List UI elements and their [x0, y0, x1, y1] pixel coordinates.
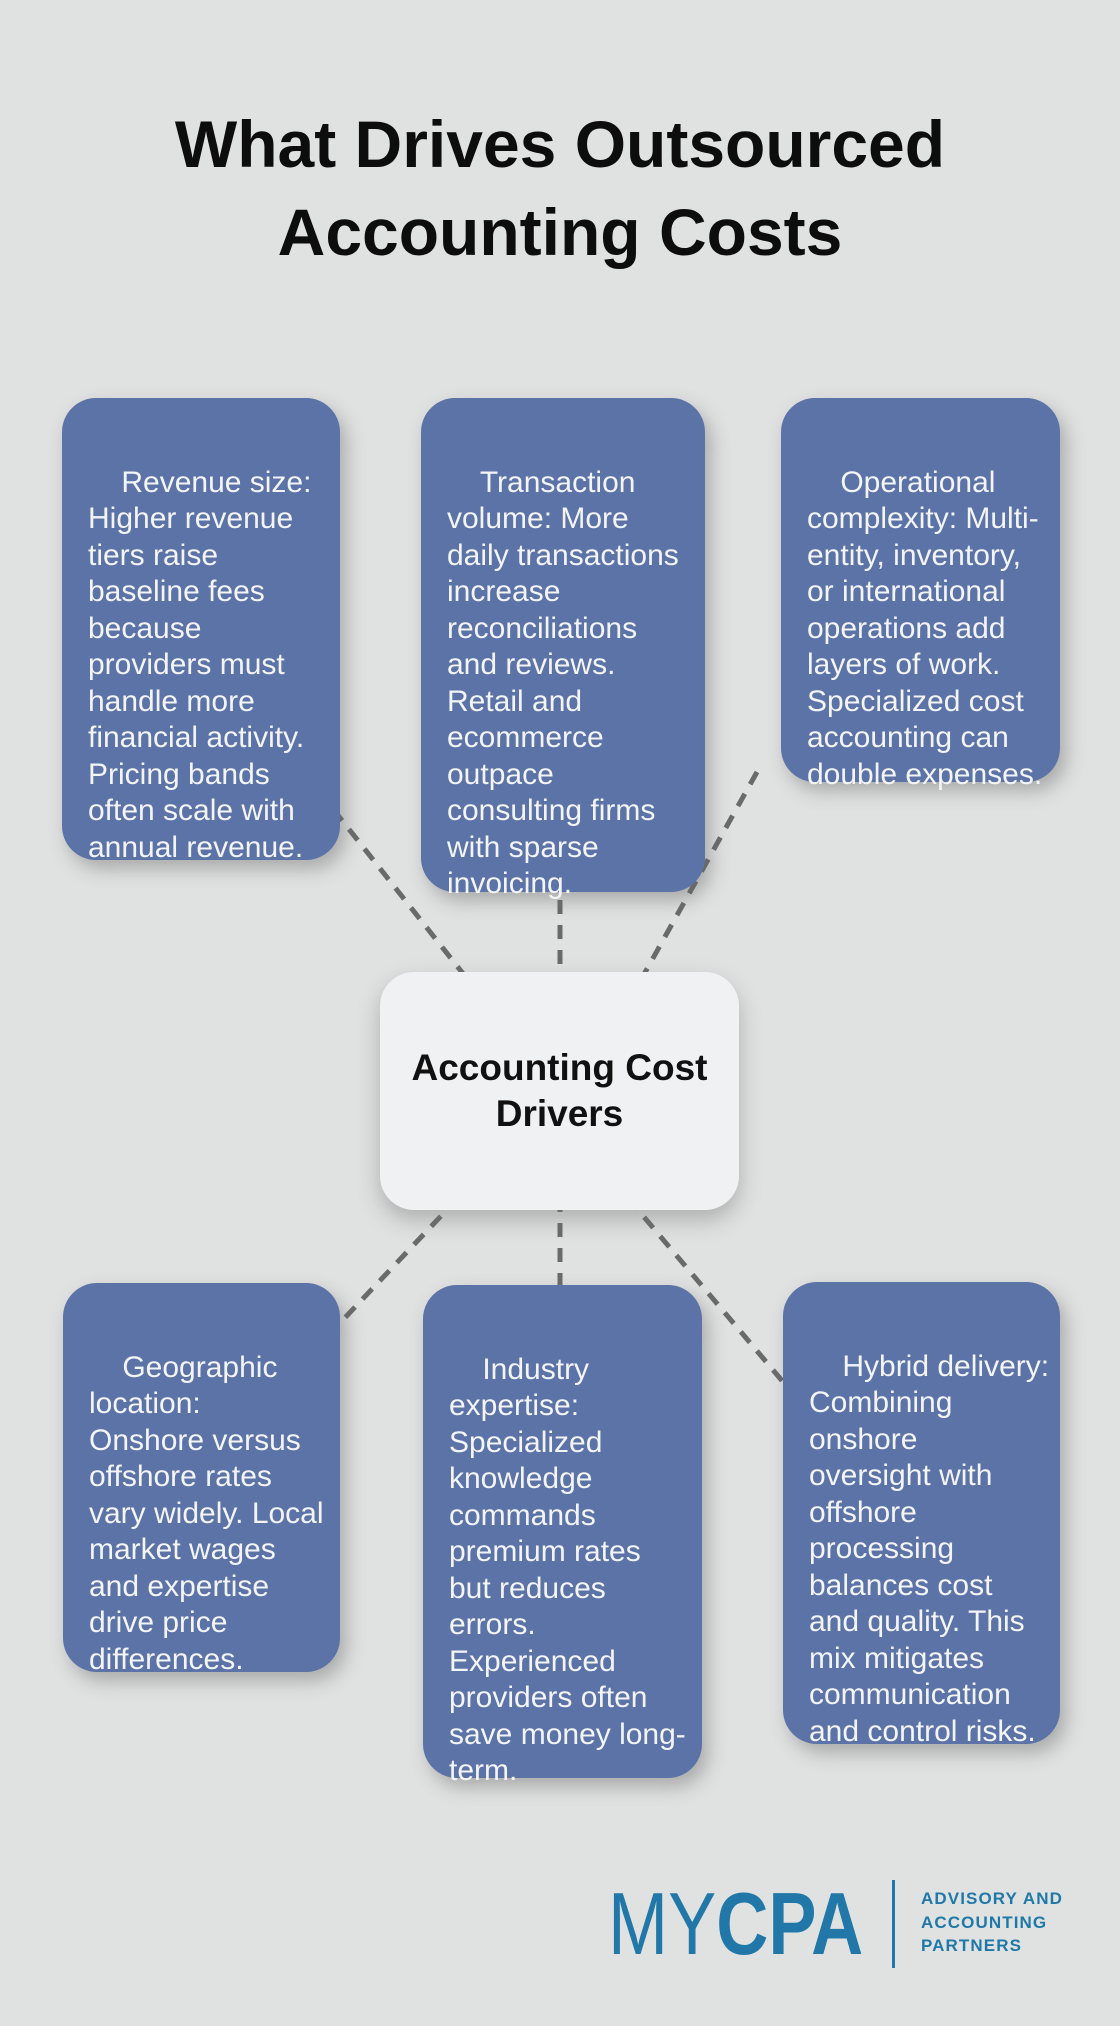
driver-box-hybrid-delivery: Hybrid delivery: Combining onshore overs… [783, 1282, 1060, 1748]
connector-line-bottom-left [320, 1196, 460, 1344]
logo-text-my: MY [608, 1874, 717, 1973]
connector-line-bottom-right [626, 1196, 802, 1404]
logo-divider [892, 1880, 895, 1968]
driver-box-operational-complexity: Operational complexity: Multi- entity, i… [781, 398, 1060, 791]
connector-line-top-right [635, 770, 760, 987]
center-node-accounting-cost-drivers: Accounting Cost Drivers [380, 972, 739, 1210]
logo-wordmark: MYCPA [608, 1880, 863, 1968]
driver-box-revenue-size: Revenue size: Higher revenue tiers raise… [62, 398, 340, 864]
logo-tagline: ADVISORY AND ACCOUNTING PARTNERS [921, 1889, 1063, 1955]
center-node-label: Accounting Cost Drivers [411, 1047, 708, 1134]
driver-box-transaction-volume: Transaction volume: More daily transacti… [421, 398, 705, 900]
page-title: What Drives Outsourced Accounting Costs [174, 107, 946, 269]
driver-box-geographic-location: Geographic location: Onshore versus offs… [63, 1283, 340, 1676]
driver-box-text: Geographic location: Onshore versus offs… [89, 1350, 324, 1676]
logo-text-cpa: CPA [716, 1874, 864, 1973]
driver-box-text: Transaction volume: More daily transacti… [447, 465, 679, 901]
driver-box-text: Industry expertise: Specialized knowledg… [449, 1352, 686, 1788]
driver-box-text: Operational complexity: Multi- entity, i… [807, 465, 1043, 791]
brand-logo: MYCPA ADVISORY AND ACCOUNTING PARTNERS [608, 1880, 1063, 1968]
driver-box-text: Revenue size: Higher revenue tiers raise… [88, 465, 312, 864]
driver-box-industry-expertise: Industry expertise: Specialized knowledg… [423, 1285, 702, 1787]
connector-line-top-left [316, 788, 474, 987]
driver-box-text: Hybrid delivery: Combining onshore overs… [809, 1349, 1050, 1748]
